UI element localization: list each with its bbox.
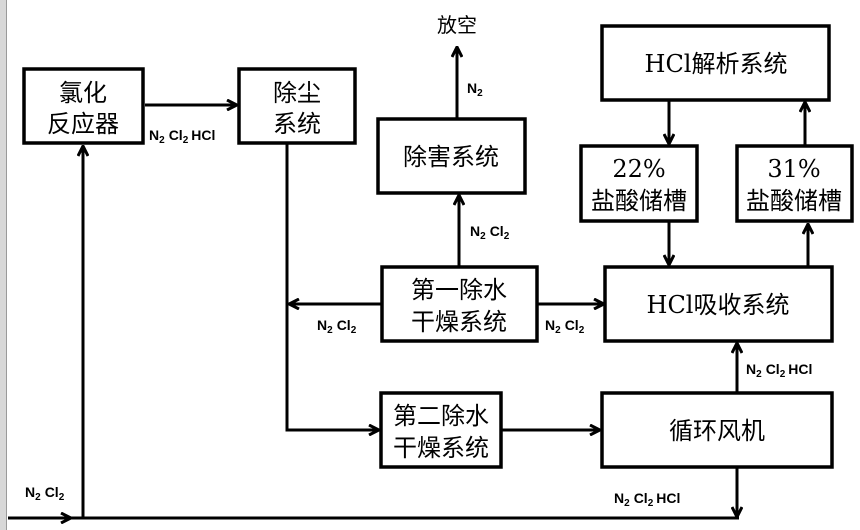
- dryer-1-label-line2: 干燥系统: [411, 308, 507, 336]
- node-reactor: 氯化 反应器: [22, 67, 145, 145]
- reactor-label-line2: 反应器: [47, 110, 119, 138]
- edge-dust-to-dryer2: [285, 144, 378, 430]
- node-dust-removal: 除尘 系统: [237, 67, 357, 145]
- window-edge-strip: [0, 0, 7, 530]
- node-hcl-desorption: HCl解析系统: [600, 24, 831, 102]
- hcl-absorption-label: HCl吸收系统: [647, 291, 790, 319]
- node-tank-22: 22% 盐酸储槽: [579, 144, 699, 223]
- dryer-2-label-line1: 第二除水: [393, 402, 489, 430]
- tank-31-label: 盐酸储槽: [746, 187, 842, 215]
- node-harm-removal: 除害系统: [376, 117, 527, 195]
- node-dryer-2: 第二除水 干燥系统: [379, 391, 503, 469]
- dust-removal-label-line2: 系统: [273, 110, 321, 138]
- node-fan: 循环风机: [600, 391, 834, 469]
- reactor-label-line1: 氯化: [59, 79, 107, 107]
- hcl-desorption-label: HCl解析系统: [645, 50, 788, 78]
- tank-22-concentration: 22%: [612, 155, 665, 183]
- node-hcl-absorption: HCl吸收系统: [603, 265, 834, 343]
- fan-label: 循环风机: [669, 417, 765, 445]
- harm-removal-label: 除害系统: [403, 143, 499, 171]
- vent-label: 放空: [437, 13, 477, 37]
- tank-31-concentration: 31%: [767, 155, 820, 183]
- tank-22-label: 盐酸储槽: [591, 187, 687, 215]
- dryer-2-label-line2: 干燥系统: [393, 434, 489, 462]
- node-tank-31: 31% 盐酸储槽: [735, 144, 854, 223]
- node-dryer-1: 第一除水 干燥系统: [380, 265, 539, 343]
- dust-removal-label-line1: 除尘: [273, 79, 321, 107]
- dryer-1-label-line1: 第一除水: [411, 276, 507, 304]
- flow-label-harm-to-vent: N2: [467, 80, 483, 99]
